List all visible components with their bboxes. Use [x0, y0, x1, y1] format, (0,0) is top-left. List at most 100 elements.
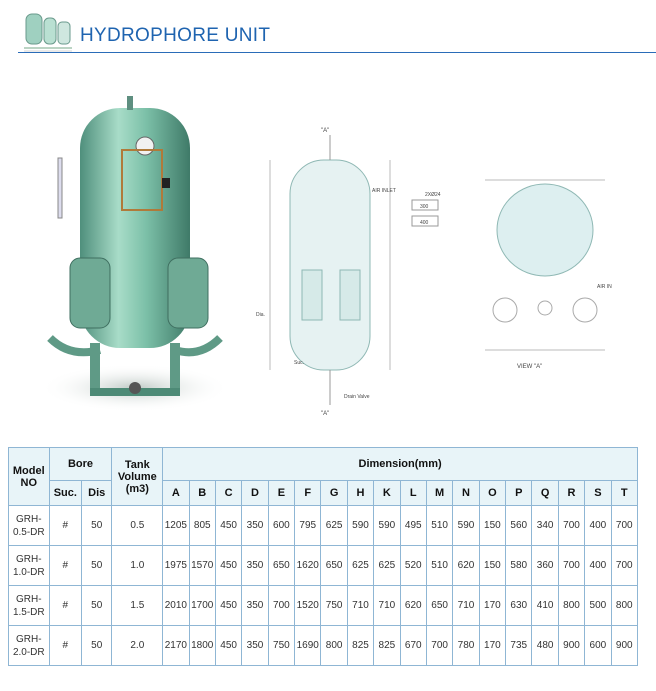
dim-letter-header: H [346, 480, 375, 506]
dimension-cell: 805 [188, 505, 216, 546]
drain-valve-label: Drain Valve [344, 394, 370, 400]
dimension-cell: 1520 [294, 585, 322, 626]
dim-letter-header: R [557, 480, 586, 506]
model-cell: GRH-1.5-DR [8, 585, 50, 626]
dimension-cell: 650 [425, 585, 454, 626]
dimension-cell: 600 [267, 505, 296, 546]
dimension-cell: 590 [452, 505, 480, 546]
volume-cell: 2.0 [111, 625, 164, 666]
page-title: HYDROPHORE UNIT [80, 25, 271, 46]
dimension-cell: 520 [399, 545, 427, 586]
header-divider [18, 52, 656, 53]
dimension-cell: 700 [267, 585, 296, 626]
dim-letter-header: B [188, 480, 216, 506]
dimension-cell: 600 [584, 625, 612, 666]
suc-cell: # [48, 585, 83, 626]
model-cell: GRH-1.0-DR [8, 545, 50, 586]
dim-letter-header: O [478, 480, 507, 506]
dimension-cell: 350 [241, 625, 269, 666]
suc-cell: # [48, 505, 83, 546]
dimension-cell: 700 [610, 505, 639, 546]
dimension-cell: 450 [214, 585, 243, 626]
dimension-cell: 560 [505, 505, 533, 546]
view-mark-bottom: "A" [321, 411, 329, 417]
dim-letter-header: K [373, 480, 401, 506]
volume-cell: 1.5 [111, 585, 164, 626]
dimension-cell: 1620 [294, 545, 322, 586]
dimension-cell: 900 [557, 625, 586, 666]
dimension-table: Model NO Bore Tank Volume (m3) Dimension… [8, 447, 639, 666]
dim-letter-header: F [294, 480, 322, 506]
dimension-cell: 700 [425, 625, 454, 666]
dim-letter-header: P [505, 480, 533, 506]
dimension-cell: 710 [373, 585, 401, 626]
dimension-cell: 2170 [162, 625, 190, 666]
dimension-cell: 510 [425, 545, 454, 586]
dimension-cell: 350 [241, 585, 269, 626]
dimension-cell: 480 [531, 625, 559, 666]
dimension-cell: 630 [505, 585, 533, 626]
volume-cell: 1.0 [111, 545, 164, 586]
dimension-cell: 800 [557, 585, 586, 626]
dis-cell: 50 [81, 625, 113, 666]
dimension-cell: 400 [584, 545, 612, 586]
front-elevation-drawing: "A" "A" AIR INLET Drain Valve Dia. 2XØ24… [256, 128, 441, 417]
dim-letter-header: G [320, 480, 348, 506]
dimension-cell: 1800 [188, 625, 216, 666]
dimension-cell: 590 [346, 505, 375, 546]
hydrophore-photo [40, 96, 230, 412]
hydrophore-thumbnail [24, 13, 72, 52]
dis-header: Dis [81, 480, 113, 506]
suc-header: Suc. [48, 480, 83, 506]
model-cell: GRH-2.0-DR [8, 625, 50, 666]
dimension-cell: 590 [373, 505, 401, 546]
tank-volume-header: Tank Volume (m3) [111, 447, 164, 506]
dim-300-label: 300 [420, 204, 429, 210]
dimension-cell: 150 [478, 545, 507, 586]
dimension-cell: 1205 [162, 505, 190, 546]
dimension-cell: 450 [214, 505, 243, 546]
dimension-cell: 410 [531, 585, 559, 626]
dim-letter-header: D [241, 480, 269, 506]
dim-letter-header: Q [531, 480, 559, 506]
dimension-cell: 340 [531, 505, 559, 546]
dimension-cell: 625 [320, 505, 348, 546]
view-a-title: VIEW "A" [517, 364, 542, 370]
dimension-cell: 1700 [188, 585, 216, 626]
dimension-cell: 780 [452, 625, 480, 666]
dimension-cell: 625 [346, 545, 375, 586]
dim-letter-header: S [584, 480, 612, 506]
dim-letter-header: N [452, 480, 480, 506]
dimension-cell: 1570 [188, 545, 216, 586]
table-header-row: Model NO Bore Tank Volume (m3) Dimension… [8, 447, 638, 506]
dimension-cell: 400 [584, 505, 612, 546]
suc-cell: # [48, 625, 83, 666]
dimension-cell: 710 [346, 585, 375, 626]
dimension-cell: 1690 [294, 625, 322, 666]
dimension-cell: 495 [399, 505, 427, 546]
dimension-cell: 625 [373, 545, 401, 586]
model-cell: GRH-0.5-DR [8, 505, 50, 546]
dia-label: Dia. [256, 312, 265, 318]
dimension-cell: 800 [610, 585, 639, 626]
dimension-cell: 650 [320, 545, 348, 586]
dim-letter-header: E [267, 480, 296, 506]
dimension-cell: 450 [214, 625, 243, 666]
dimension-cell: 150 [478, 505, 507, 546]
dimension-cell: 800 [320, 625, 348, 666]
suc-cell: # [48, 545, 83, 586]
dimension-cell: 2010 [162, 585, 190, 626]
view-mark-top: "A" [321, 128, 329, 134]
dim-letter-header: L [399, 480, 427, 506]
dis-cell: 50 [81, 545, 113, 586]
dimension-cell: 350 [241, 505, 269, 546]
dimension-cell: 510 [425, 505, 454, 546]
air-inlet-label: AIR INLET [372, 188, 396, 194]
dimension-cell: 795 [294, 505, 322, 546]
dimension-cell: 170 [478, 585, 507, 626]
